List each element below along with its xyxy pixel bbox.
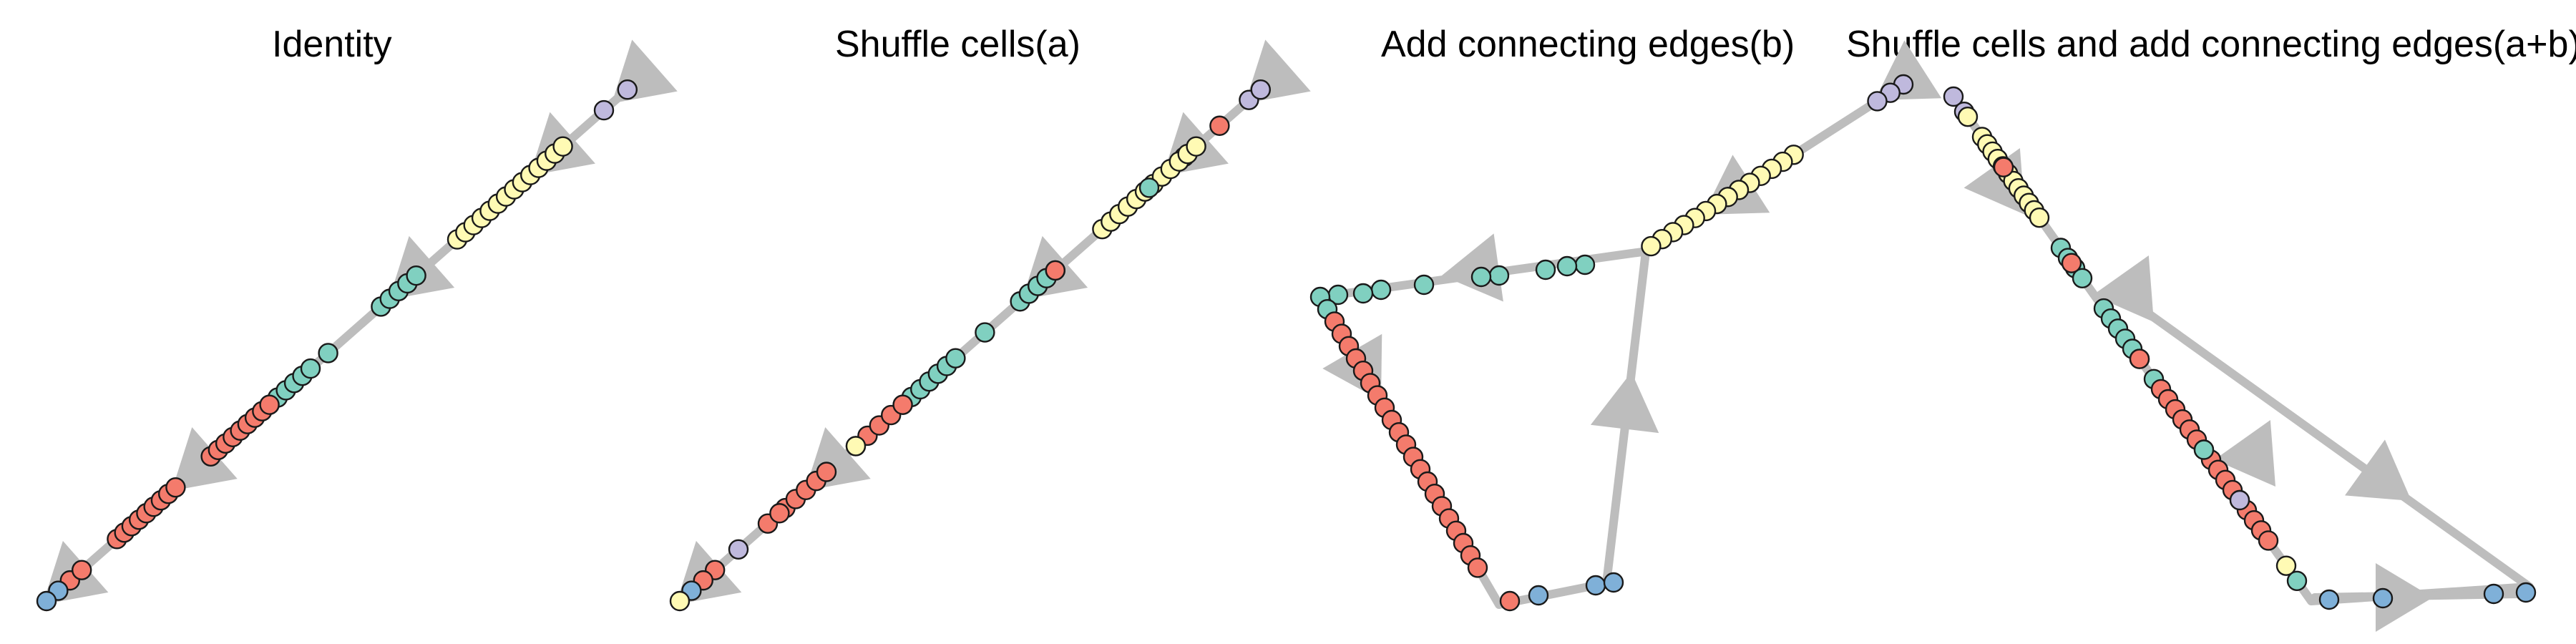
panel-identity <box>36 39 678 612</box>
cell-point <box>1470 266 1492 288</box>
cell-point <box>2029 208 2050 228</box>
cell-point <box>2515 582 2537 603</box>
cell-point <box>1209 115 1230 136</box>
direction-arrow <box>2092 255 2154 322</box>
cell-point <box>1603 572 1624 593</box>
cells <box>669 79 1272 612</box>
cell-point <box>975 322 995 343</box>
cell-point <box>1413 274 1435 296</box>
cell-point <box>728 539 749 560</box>
panel-shuffle-and-add-edges <box>1943 86 2537 632</box>
cell-point <box>2258 530 2279 551</box>
cell-point <box>1488 265 1510 286</box>
cells <box>36 79 638 612</box>
cell-point <box>2483 583 2504 605</box>
cell-point <box>1641 235 1662 257</box>
direction-arrow <box>2214 419 2275 487</box>
cell-point <box>1535 259 1556 280</box>
cell-point <box>2129 348 2150 369</box>
cell-point <box>1138 177 1160 198</box>
cell-point <box>1045 260 1066 281</box>
direction-arrows <box>1322 40 1942 434</box>
cell-point <box>593 99 615 121</box>
cell-point <box>1993 157 2014 177</box>
cells <box>1943 86 2537 610</box>
cell-point <box>1943 86 1964 107</box>
direction-arrow <box>1590 372 1659 434</box>
cell-point <box>617 79 638 100</box>
cell-point <box>2372 587 2394 609</box>
panel-title-add-connecting-edges: Add connecting edges(b) <box>1381 24 1795 65</box>
cell-point <box>2318 589 2340 610</box>
panel-shuffle-cells <box>669 39 1311 612</box>
cell-point <box>669 590 691 612</box>
direction-arrow <box>2376 563 2433 632</box>
cell-point <box>1556 255 1578 277</box>
cell-point <box>2229 489 2250 511</box>
cell-point <box>1867 91 1888 112</box>
panel-title-shuffle-and-add-edges: Shuffle cells and add connecting edges(a… <box>1846 24 2576 65</box>
cell-point <box>2275 555 2297 576</box>
cell-point <box>1250 79 1272 100</box>
cell-point <box>165 477 186 498</box>
cell-point <box>2286 570 2308 591</box>
trajectory-edge <box>1949 92 2534 605</box>
cell-point <box>2193 439 2215 460</box>
cell-point <box>816 462 837 482</box>
cell-point <box>1585 575 1606 596</box>
panel-title-identity: Identity <box>272 24 392 65</box>
cell-point <box>1574 254 1596 275</box>
cell-point <box>1499 590 1521 612</box>
cell-point <box>1352 283 1374 304</box>
cell-point <box>2061 253 2082 273</box>
cell-point <box>36 590 57 612</box>
cell-point <box>318 343 338 364</box>
trajectory-edge <box>1316 80 1908 609</box>
cell-point <box>552 136 573 157</box>
cell-point <box>2072 268 2093 288</box>
cell-point <box>406 265 426 286</box>
cell-point <box>892 394 913 415</box>
cell-point <box>1186 136 1206 157</box>
cell-point <box>1528 585 1549 606</box>
cell-point <box>300 358 321 379</box>
cell-point <box>1957 106 1979 127</box>
panel-title-shuffle-cells: Shuffle cells(a) <box>835 24 1080 65</box>
panel-add-connecting-edges <box>1309 40 1942 612</box>
cell-point <box>71 560 92 580</box>
cell-point <box>945 348 966 369</box>
cell-point <box>845 436 867 457</box>
direction-arrow <box>2345 439 2411 501</box>
cell-point <box>259 394 280 415</box>
direction-arrow <box>1442 233 1503 302</box>
cells <box>1309 74 1914 612</box>
cell-point <box>769 503 790 524</box>
cell-point <box>1370 279 1392 301</box>
cell-point <box>1467 557 1488 578</box>
